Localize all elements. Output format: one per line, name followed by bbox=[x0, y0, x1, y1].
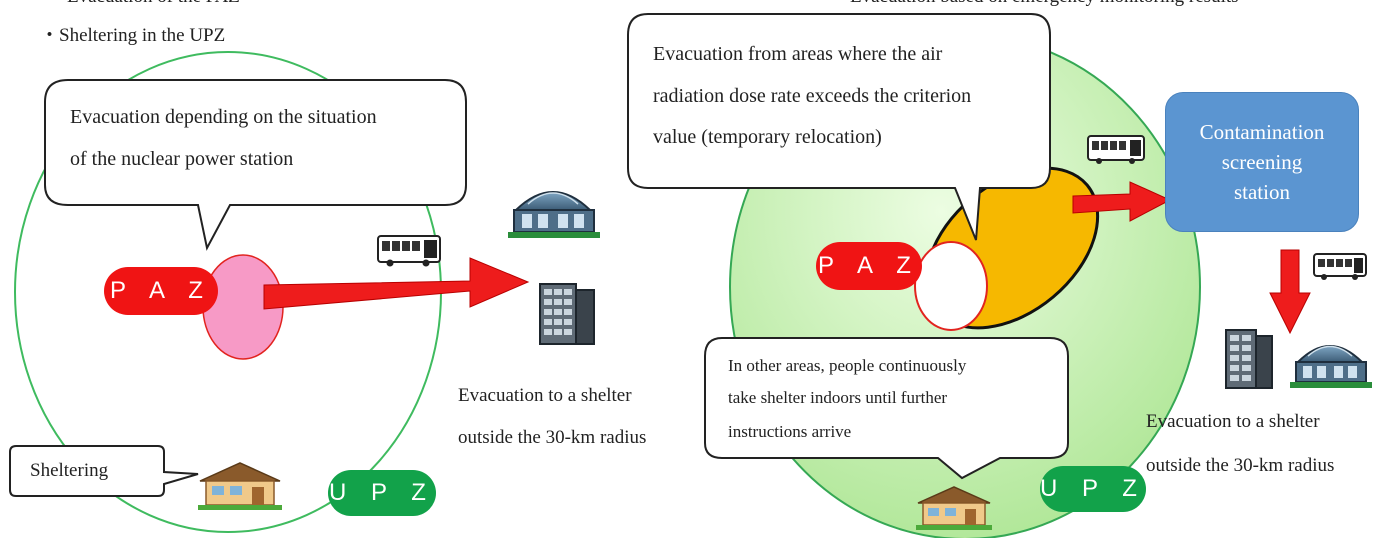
header-left-sheltering: ・Sheltering in the UPZ bbox=[40, 25, 226, 46]
header-right-cut: Evacuation based on emergency monitoring… bbox=[850, 0, 1239, 8]
screening-line-1: Contamination bbox=[1199, 120, 1325, 144]
apartment-building-icon bbox=[539, 283, 595, 345]
upz-badge-left: U P Z bbox=[328, 470, 436, 516]
bus-icon bbox=[377, 235, 441, 267]
bubble-bottom-right-line-2: take shelter indoors until further bbox=[728, 388, 948, 407]
header-left-cut: Evacuation of the PAZ bbox=[67, 0, 240, 8]
arrow-to-screening bbox=[1072, 181, 1172, 222]
shelter-right-line-2: outside the 30-km radius bbox=[1146, 455, 1335, 476]
speech-bubble-top-right bbox=[627, 13, 1051, 241]
bubble-top-right-line-2: radiation dose rate exceeds the criterio… bbox=[653, 85, 972, 107]
speech-bubble-bottom-right bbox=[704, 337, 1069, 480]
gymnasium-icon bbox=[1290, 345, 1372, 388]
upz-badge-right: U P Z bbox=[1040, 466, 1146, 512]
paz-badge-right: P A Z bbox=[816, 242, 922, 290]
shelter-left-line-2: outside the 30-km radius bbox=[458, 427, 647, 448]
arrow-down-from-screening bbox=[1269, 249, 1311, 335]
shelter-left-line-1: Evacuation to a shelter bbox=[458, 385, 632, 406]
apartment-building-icon bbox=[1225, 329, 1273, 389]
paz-zone-right bbox=[914, 241, 988, 331]
house-icon bbox=[916, 486, 992, 530]
bus-icon bbox=[1313, 253, 1367, 280]
sheltering-bubble bbox=[9, 445, 199, 497]
sheltering-label: Sheltering bbox=[30, 460, 109, 481]
house-icon bbox=[198, 462, 282, 510]
bubble-top-right-line-1: Evacuation from areas where the air bbox=[653, 43, 943, 65]
bubble-bottom-right-line-3: instructions arrive bbox=[728, 422, 852, 441]
bubble-top-right-line-3: value (temporary relocation) bbox=[653, 126, 882, 148]
gymnasium-icon bbox=[508, 191, 600, 238]
bubble-bottom-right-line-1: In other areas, people continuously bbox=[728, 356, 967, 375]
bubble-left-line-1: Evacuation depending on the situation bbox=[70, 106, 377, 128]
evacuation-arrow-left bbox=[263, 257, 530, 310]
paz-badge-left: P A Z bbox=[104, 267, 218, 315]
bus-icon bbox=[1087, 135, 1145, 164]
contamination-screening-station: Contamination screening station bbox=[1165, 92, 1359, 232]
screening-line-2: screening bbox=[1221, 150, 1303, 174]
screening-label: Contamination screening station bbox=[1200, 117, 1325, 207]
shelter-right-line-1: Evacuation to a shelter bbox=[1146, 411, 1320, 432]
screening-line-3: station bbox=[1233, 180, 1290, 204]
speech-bubble-left bbox=[44, 79, 467, 251]
bubble-left-line-2: of the nuclear power station bbox=[70, 148, 294, 170]
